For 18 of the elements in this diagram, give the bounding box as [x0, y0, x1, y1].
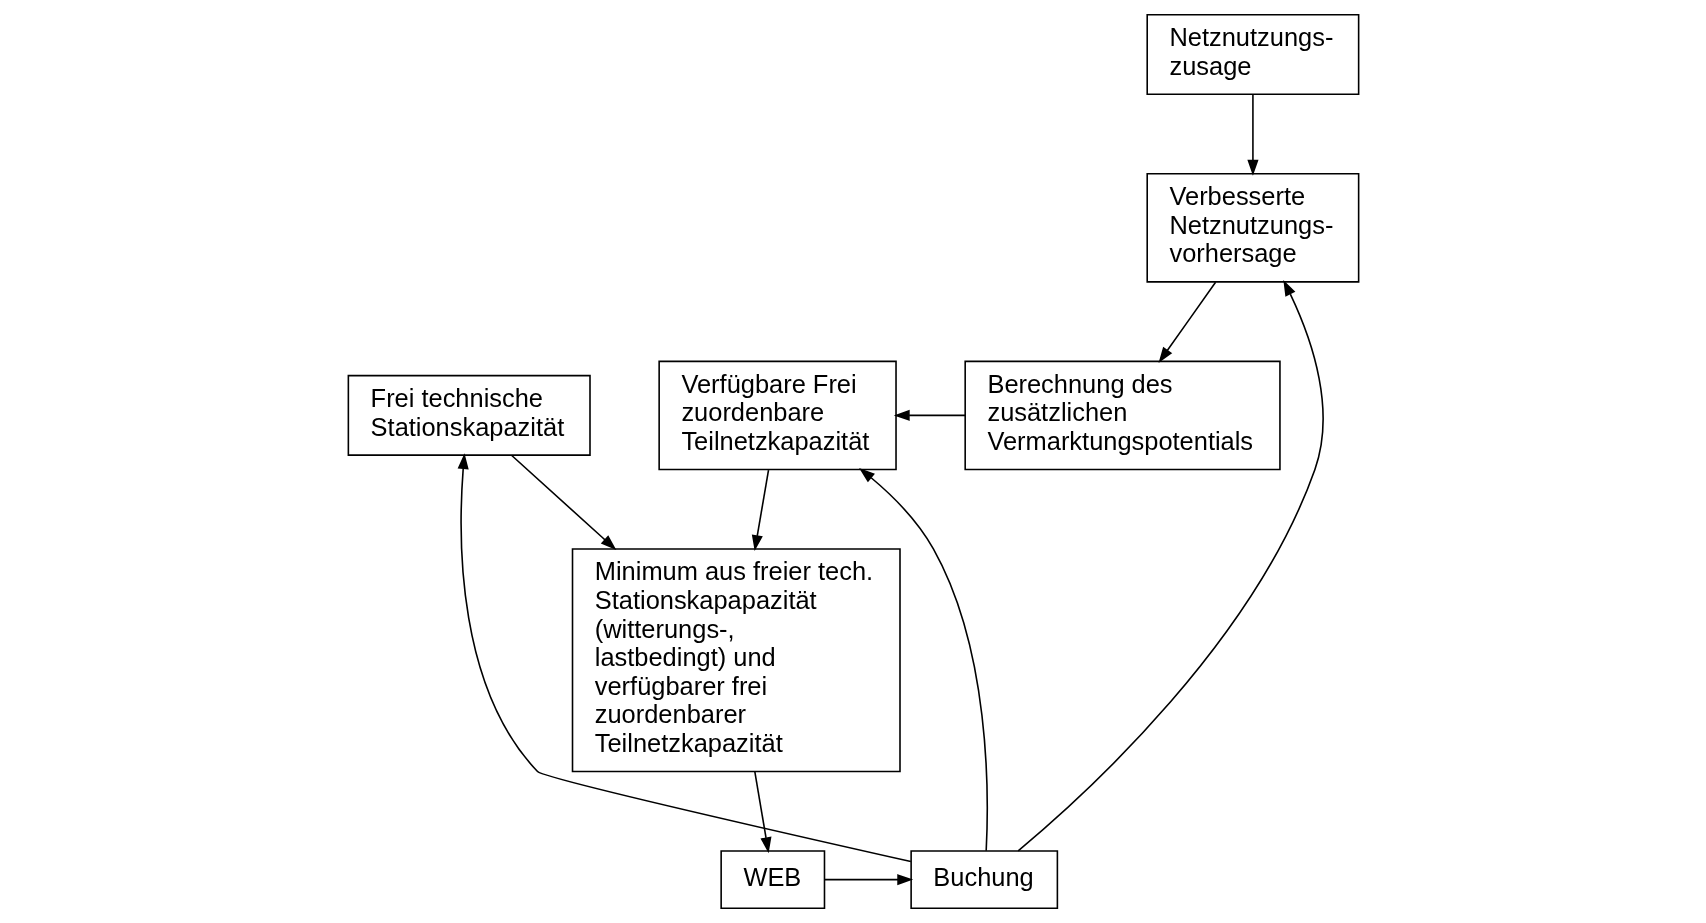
arrow [1246, 93, 1258, 176]
arrow [893, 409, 966, 421]
arrow [823, 874, 913, 886]
node-box: Netznutzungs- zusage [1145, 14, 1359, 96]
arrow [858, 468, 988, 852]
arrow [751, 469, 769, 552]
arrow [1158, 281, 1216, 363]
node-box: WEB [719, 850, 825, 909]
node-box: Verbesserte Netznutzungs- vorhersage [1145, 172, 1359, 283]
node-box: Berechnung des zusätzlichen Vermarktungspotentials [963, 360, 1281, 471]
node-box: Verfügbare Frei zuordenbare Teilnetzkapazität [657, 360, 897, 471]
node-box: Minimum aus freier tech. Stationskapapazität (witterungs-, lastbedingt) und verfügbarer frei zuordenbarer Teilnetzkapazität [571, 548, 901, 773]
arrow [753, 771, 771, 854]
arrow [510, 454, 616, 551]
node-box: Buchung [909, 850, 1058, 909]
arrow [1016, 280, 1324, 852]
node-box: Frei technische Stationskapazität [347, 374, 591, 456]
arrow [457, 453, 912, 863]
